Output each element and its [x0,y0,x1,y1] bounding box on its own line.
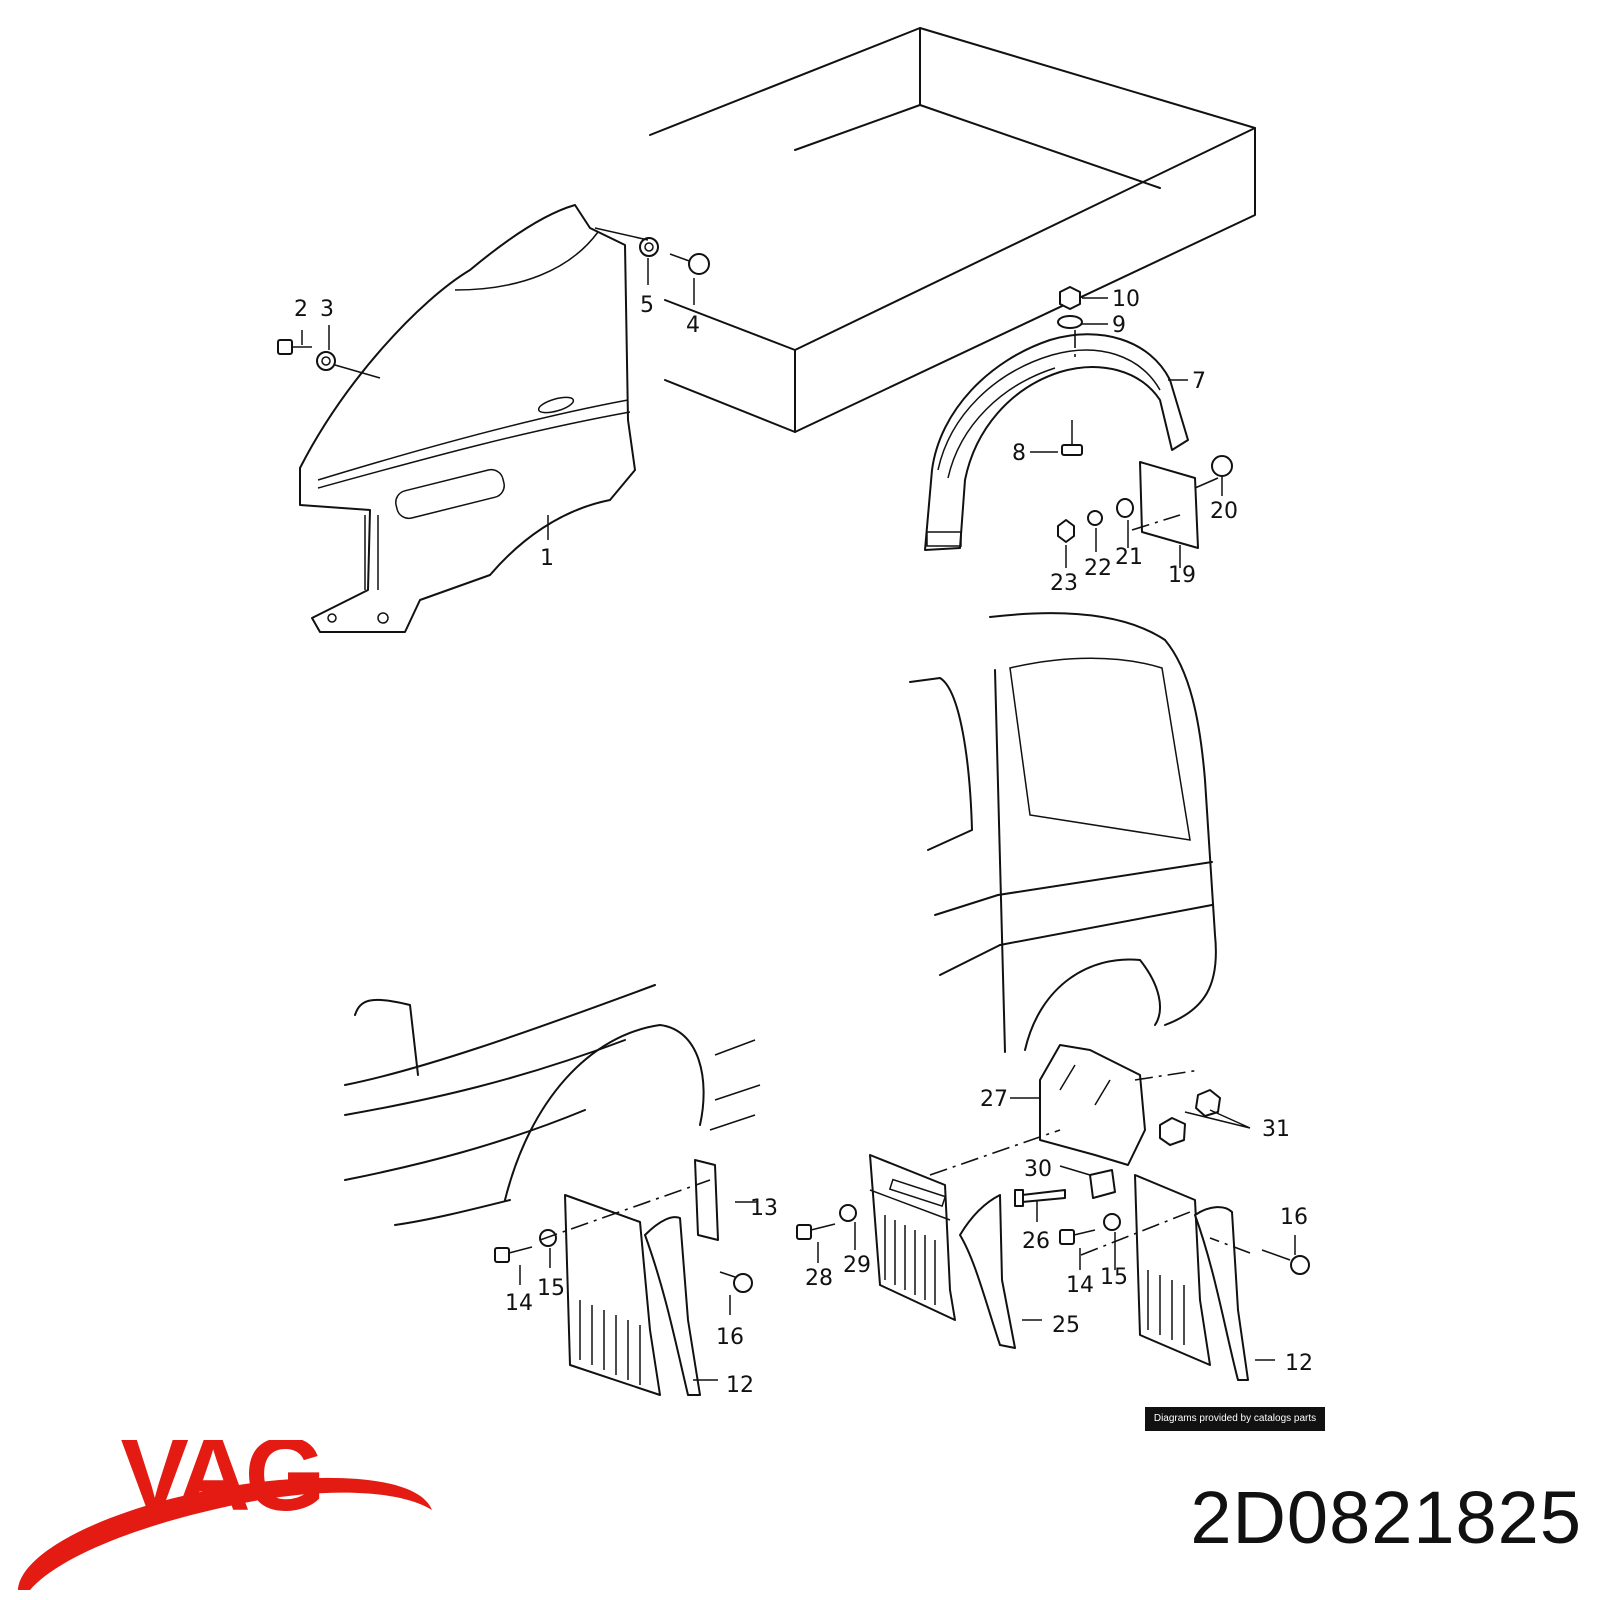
leader-lines [301,258,1296,1381]
nut-31 [1159,1089,1221,1146]
nut-23 [1057,519,1075,543]
clip-30 [1089,1169,1116,1199]
washer-21 [1116,498,1134,518]
callout-12-right: 12 [1285,1351,1313,1376]
callout-9: 9 [1112,313,1126,338]
screw-20 [1194,455,1233,489]
callout-4: 4 [686,313,700,338]
callout-27: 27 [980,1087,1008,1112]
bracket-13 [694,1159,719,1241]
bracket-27 [1039,1044,1146,1166]
callout-14-left: 14 [505,1291,533,1316]
mud-flap-25 [869,1154,1016,1349]
callout-7: 7 [1192,369,1206,394]
part-number: 2D0821825 [1190,1476,1582,1559]
callout-13: 13 [750,1196,778,1221]
pickup-bed [649,27,1256,433]
screw-4 [669,253,710,275]
callout-8: 8 [1012,441,1026,466]
callout-16-right: 16 [1280,1205,1308,1230]
nut-10 [1059,286,1081,310]
callout-20: 20 [1210,499,1238,524]
rivet-26 [1014,1189,1066,1207]
callout-15-left: 15 [537,1276,565,1301]
washer-9 [1057,315,1083,329]
vag-logo-text: VAG [120,1440,320,1533]
callout-15-right: 15 [1100,1265,1128,1290]
bolt-8 [1061,420,1083,456]
screw-14-right [1059,1229,1096,1245]
washer-15-right [1103,1213,1121,1231]
callout-14-right: 14 [1066,1273,1094,1298]
screw-16-right [1261,1249,1310,1275]
screw-28 [796,1223,836,1240]
callout-29: 29 [843,1253,871,1278]
callout-31: 31 [1262,1117,1290,1142]
callout-23: 23 [1050,571,1078,596]
diagram-credit: Diagrams provided by catalogs parts [1145,1407,1325,1431]
callout-30: 30 [1024,1157,1052,1182]
fender-washer-3 [316,351,336,371]
mud-flap-12-left [564,1194,701,1396]
fender-bolt-2 [277,339,312,355]
screw-16-left [719,1271,753,1293]
callout-25: 25 [1052,1313,1080,1338]
lock-washer-22 [1087,510,1103,526]
callout-21: 21 [1115,545,1143,570]
callout-3: 3 [320,297,334,322]
vag-logo: VAG [18,1440,432,1590]
callout-12-left: 12 [726,1373,754,1398]
callout-19: 19 [1168,563,1196,588]
callout-10: 10 [1112,287,1140,312]
callout-5: 5 [640,293,654,318]
mud-flap-12-right [1134,1174,1249,1381]
washer-29 [839,1204,857,1222]
wheel-arch [924,333,1189,551]
vag-logo-swoosh [18,1477,432,1590]
callout-28: 28 [805,1266,833,1291]
callout-1: 1 [540,546,554,571]
callout-22: 22 [1084,556,1112,581]
plate-19 [1139,461,1199,549]
front-body [344,984,761,1226]
callout-26: 26 [1022,1229,1050,1254]
van-body [909,612,1217,1053]
screw-14-left [494,1246,533,1263]
washer-5 [639,237,659,257]
front-fender [299,204,636,633]
callout-2: 2 [294,297,308,322]
callout-16-left: 16 [716,1325,744,1350]
